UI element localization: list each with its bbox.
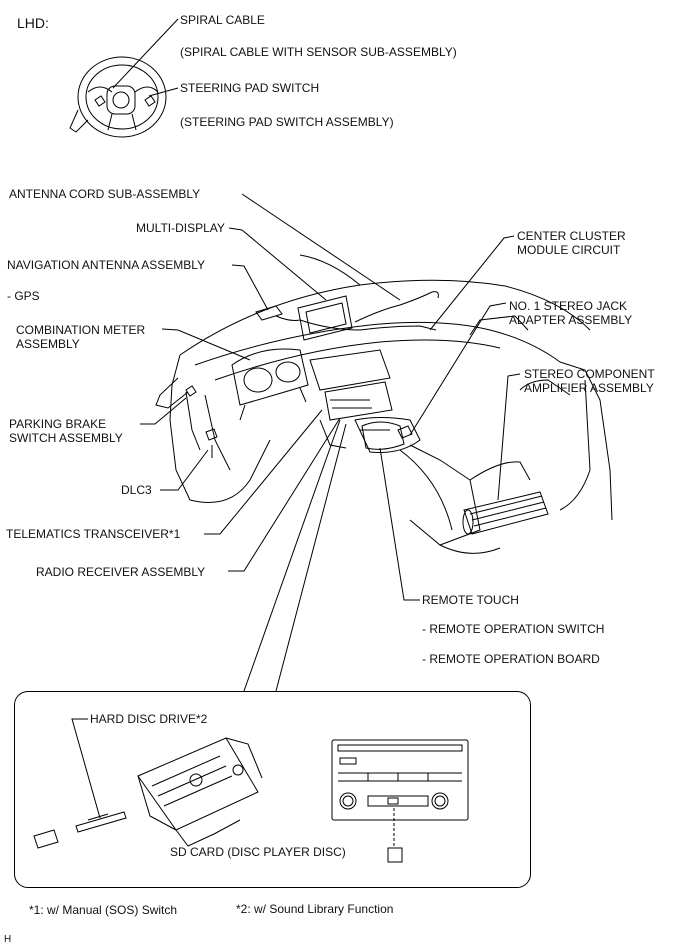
- label-combination-meter-2: ASSEMBLY: [16, 337, 80, 351]
- label-stereo-jack-2: ADAPTER ASSEMBLY: [509, 313, 633, 327]
- label-remote-operation-board: - REMOTE OPERATION BOARD: [422, 652, 600, 666]
- label-spiral-cable-sub: (SPIRAL CABLE WITH SENSOR SUB-ASSEMBLY): [180, 45, 457, 59]
- label-stereo-amp-2: AMPLIFIER ASSEMBLY: [524, 381, 654, 395]
- inset-radio-receiver-illustration: [33, 718, 469, 863]
- label-gps: - GPS: [7, 289, 40, 303]
- label-combination-meter-1: COMBINATION METER: [16, 323, 146, 337]
- footnote-1: *1: w/ Manual (SOS) Switch: [29, 903, 178, 917]
- corner-mark: H: [4, 934, 12, 945]
- label-hard-disc-drive: HARD DISC DRIVE*2: [90, 712, 208, 726]
- label-parking-brake-1: PARKING BRAKE: [9, 417, 107, 431]
- label-navigation-antenna: NAVIGATION ANTENNA ASSEMBLY: [7, 258, 206, 272]
- label-stereo-amp-1: STEREO COMPONENT: [524, 367, 655, 381]
- label-center-cluster-2: MODULE CIRCUIT: [517, 243, 621, 257]
- label-sd-card: SD CARD (DISC PLAYER DISC): [170, 845, 346, 859]
- leader-lines: [140, 193, 521, 692]
- label-remote-operation-switch: - REMOTE OPERATION SWITCH: [422, 622, 605, 636]
- steering-wheel-illustration: [69, 56, 167, 138]
- label-spiral-cable: SPIRAL CABLE: [180, 13, 265, 27]
- label-steering-pad-switch: STEERING PAD SWITCH: [180, 81, 320, 95]
- footnote-2: *2: w/ Sound Library Function: [236, 902, 394, 916]
- label-radio-receiver: RADIO RECEIVER ASSEMBLY: [36, 565, 206, 579]
- label-center-cluster-1: CENTER CLUSTER: [517, 229, 626, 243]
- label-remote-touch: REMOTE TOUCH: [422, 593, 519, 607]
- label-telematics: TELEMATICS TRANSCEIVER*1: [6, 527, 181, 541]
- region-label: LHD:: [17, 15, 49, 31]
- label-parking-brake-2: SWITCH ASSEMBLY: [9, 431, 123, 445]
- label-steering-pad-switch-sub: (STEERING PAD SWITCH ASSEMBLY): [180, 115, 394, 129]
- label-stereo-jack-1: NO. 1 STEREO JACK: [509, 299, 628, 313]
- inset-frame: [14, 691, 531, 888]
- label-dlc3: DLC3: [121, 483, 152, 497]
- label-antenna-cord: ANTENNA CORD SUB-ASSEMBLY: [9, 187, 201, 201]
- label-multi-display: MULTI-DISPLAY: [136, 221, 225, 235]
